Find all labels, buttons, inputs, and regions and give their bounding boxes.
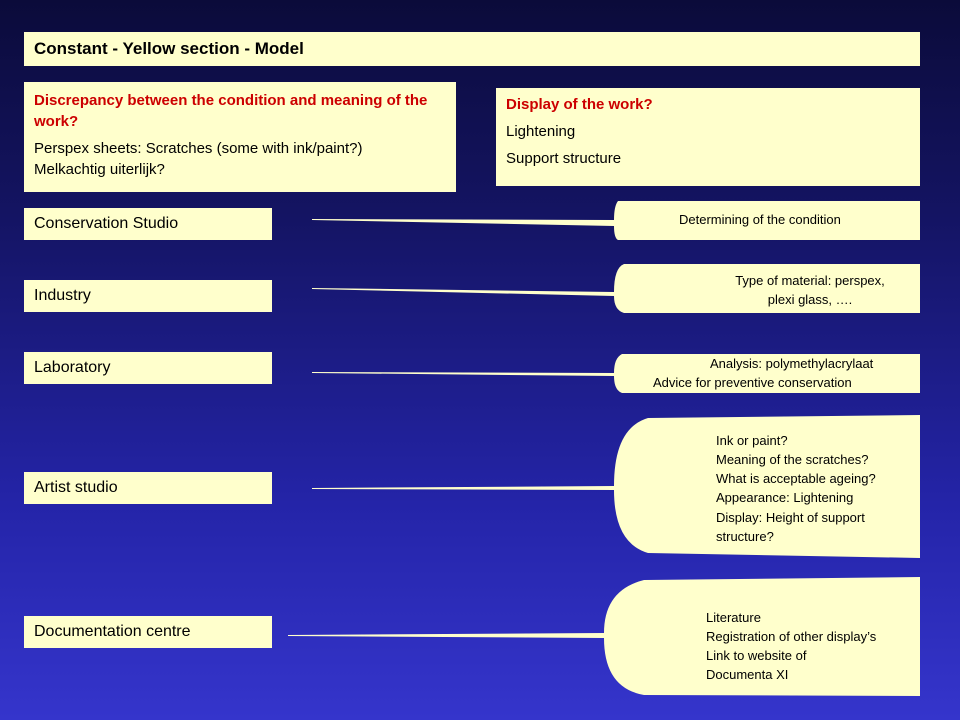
callout-shape-conservation: [312, 201, 920, 240]
stakeholder-conservation-studio: Conservation Studio: [24, 208, 272, 240]
callout-industry-line-2: plexi glass, ….: [767, 292, 853, 307]
page-title: Constant - Yellow section - Model: [24, 32, 920, 66]
display-line-1: Lightening: [506, 123, 576, 140]
callout-documentation-line-3: Link to website of: [706, 648, 807, 663]
stakeholder-industry: Industry: [24, 280, 272, 312]
discrepancy-line-2: Melkachtig uiterlijk?: [34, 161, 165, 178]
discrepancy-line-1: Perspex sheets: Scratches (some with ink…: [34, 140, 363, 157]
display-line-2: Support structure: [506, 150, 622, 167]
callout-artist-line-3: What is acceptable ageing?: [716, 471, 876, 486]
callout-artist-line-2: Meaning of the scratches?: [716, 452, 869, 467]
callout-shape-laboratory: [312, 354, 920, 393]
callout-artist-line-1: Ink or paint?: [716, 433, 788, 448]
display-box: Display of the work? Lightening Support …: [496, 88, 920, 186]
callout-shape-industry: [312, 264, 920, 313]
callout-laboratory-line-1: Analysis: polymethylacrylaat: [710, 356, 874, 371]
discrepancy-box: Discrepancy between the condition and me…: [24, 82, 456, 192]
callout-documentation-line-1: Literature: [706, 610, 761, 625]
callout-documentation-line-4: Documenta XI: [706, 667, 789, 682]
callout-laboratory-line-2: Advice for preventive conservation: [653, 375, 852, 390]
callout-artist-line-6: structure?: [716, 529, 774, 544]
callout-conservation-line-1: Determining of the condition: [679, 212, 841, 227]
callout-shape-artist-studio: [312, 415, 920, 558]
stakeholder-laboratory: Laboratory: [24, 352, 272, 384]
discrepancy-question: Discrepancy between the condition and me…: [34, 92, 428, 130]
stakeholder-artist-studio: Artist studio: [24, 472, 272, 504]
callout-shape-documentation: [288, 577, 920, 696]
callout-industry-line-1: Type of material: perspex,: [735, 273, 885, 288]
callout-documentation-line-2: Registration of other display’s: [706, 629, 877, 644]
display-question: Display of the work?: [506, 96, 653, 113]
stakeholder-documentation-centre: Documentation centre: [24, 616, 272, 648]
callout-artist-line-5: Display: Height of support: [716, 510, 865, 525]
callout-artist-line-4: Appearance: Lightening: [716, 490, 854, 505]
